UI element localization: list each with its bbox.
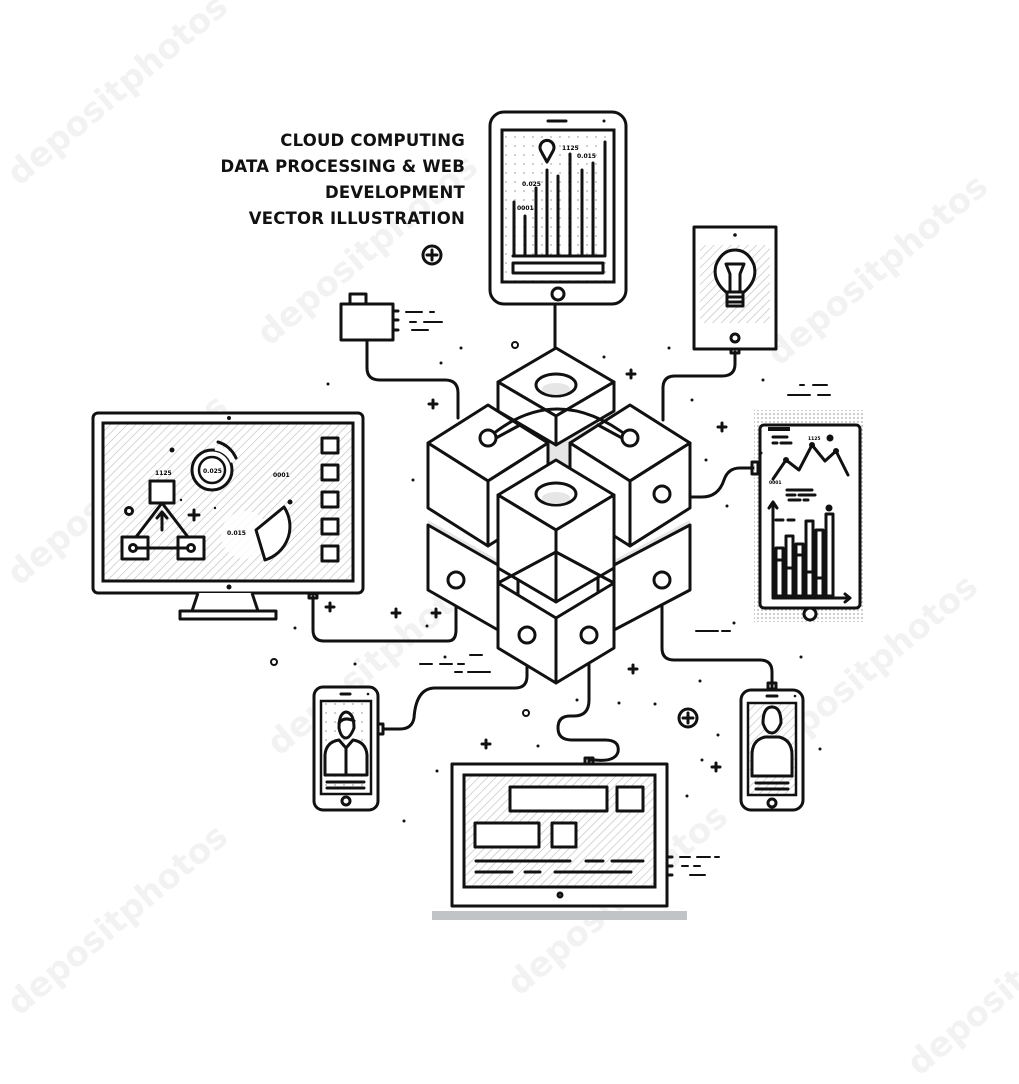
title-line-1: CLOUD COMPUTING <box>280 131 465 150</box>
title-line-2: DATA PROCESSING & WEB <box>220 157 465 176</box>
monitor-label-0001: 0001 <box>273 472 290 479</box>
monitor-label-0015: 0.015 <box>227 530 246 537</box>
title-line-3: DEVELOPMENT <box>324 183 465 202</box>
user-avatar-icon <box>323 710 369 777</box>
bar-chart-icon <box>767 500 852 604</box>
monitor-label-0025: 0.025 <box>203 468 222 475</box>
decorative-elements <box>270 244 822 823</box>
laptop-device <box>432 756 720 920</box>
pie-slice-icon <box>221 505 292 562</box>
illustration-title: CLOUD COMPUTING DATA PROCESSING & WEB DE… <box>220 128 465 232</box>
tablet-label-0015: 0.015 <box>577 153 596 160</box>
user-avatar-icon <box>750 705 794 778</box>
connection-wires <box>311 303 774 770</box>
monitor-device: 0.025 1125 0001 0.015 <box>91 411 365 621</box>
web-layout-icon <box>473 785 645 874</box>
tablet-device: 1125 0.015 0.025 0001 <box>488 110 628 306</box>
phone-label-1125: 1125 <box>808 436 821 442</box>
circled-plus-icon <box>421 244 443 266</box>
right-phone-device: 1125 0001 <box>750 378 864 622</box>
tablet-label-0001: 0001 <box>517 205 534 212</box>
bar-chart-icon <box>511 140 607 275</box>
map-pin-icon <box>538 138 556 164</box>
flowchart-icon: 1125 <box>120 470 206 561</box>
monitor-label-1125: 1125 <box>155 470 172 477</box>
circled-plus-icon <box>677 707 699 729</box>
camera-icon <box>339 292 443 342</box>
lightbulb-icon <box>713 248 757 308</box>
diagram-svg: 1125 0.015 0.025 0001 <box>91 110 864 920</box>
left-phone-device <box>312 685 385 812</box>
right-small-phone-device <box>739 681 805 812</box>
title-line-4: VECTOR ILLUSTRATION <box>248 209 465 228</box>
phone-label-0001: 0001 <box>769 480 782 486</box>
tablet-label-0025: 0.025 <box>522 181 541 188</box>
line-chart-icon: 1125 0001 <box>769 434 850 486</box>
server-cube-cluster-icon <box>426 346 692 685</box>
donut-chart-icon: 0.025 <box>190 440 238 492</box>
tablet-label-1125: 1125 <box>562 145 579 152</box>
small-tablet-device <box>692 225 778 355</box>
checkbox-list-icon <box>320 436 340 563</box>
